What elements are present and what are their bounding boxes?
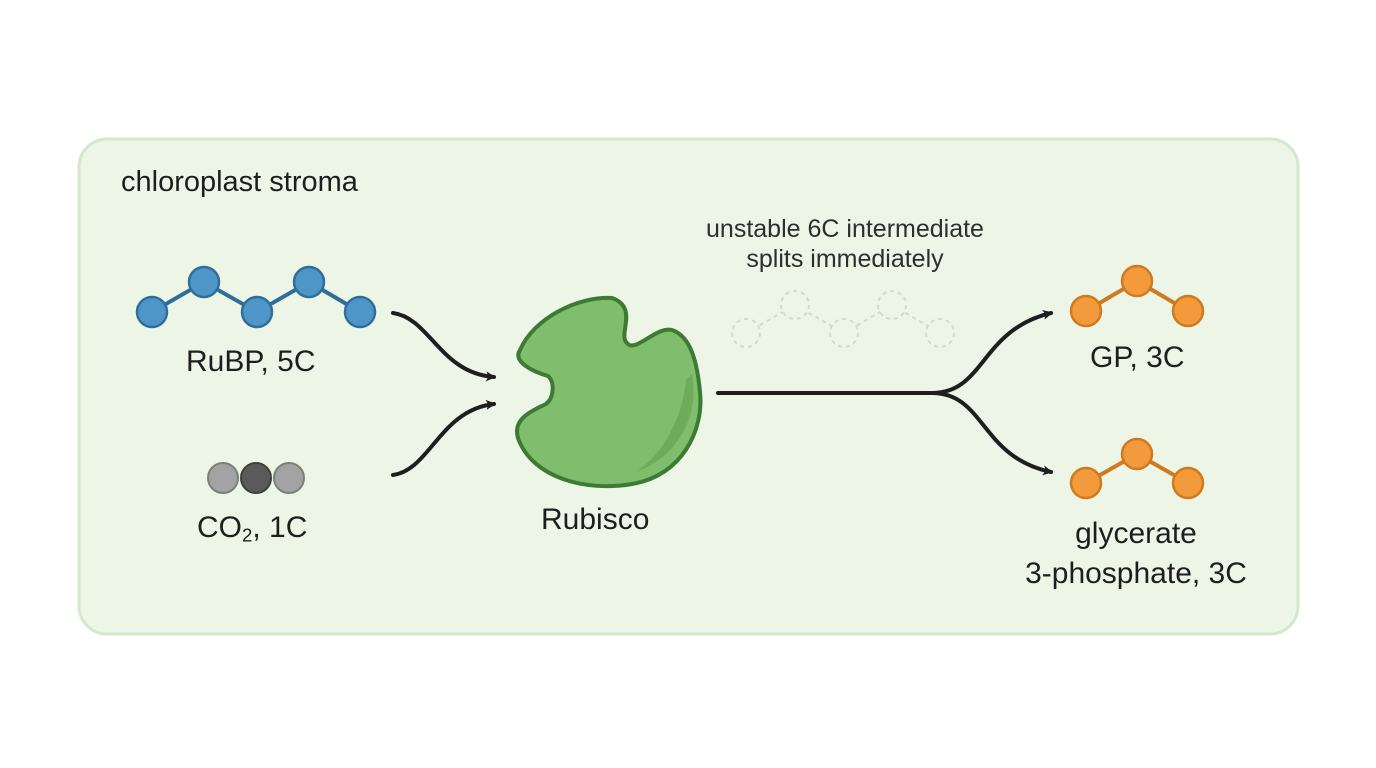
rubisco-label: Rubisco [541,503,650,536]
g3p-label-line1: glycerate [1075,517,1197,550]
co2-label: CO2, 1C [197,509,307,547]
gp-label: GP, 3C [1090,341,1185,374]
to-gp-arrow [930,310,1053,395]
rubisco-enzyme-icon [515,295,703,489]
intermediate-ghost-icon [731,290,955,348]
intermediate-note-line1: unstable 6C intermediate [706,215,984,243]
gp-molecule-icon [1069,264,1205,328]
g3p-molecule-icon [1069,437,1205,500]
g3p-label: glycerate 3-phosphate, 3C [1000,514,1272,593]
region-title: chloroplast stroma [121,166,358,198]
co2-label-prefix: CO [197,511,242,544]
g3p-label-line2: 3-phosphate, 3C [1025,556,1247,590]
co2-label-subscript: 2 [242,524,253,546]
co2-to-rubisco-arrow [391,399,496,477]
rubp-to-rubisco-arrow [391,311,496,382]
to-g3p-arrow [930,391,1053,476]
intermediate-note: unstable 6C intermediate splits immediat… [684,214,1006,274]
co2-molecule-icon [207,462,305,494]
co2-label-suffix: , 1C [252,511,308,544]
intermediate-note-line2: splits immediately [746,245,944,273]
rubp-chain-icon [135,265,377,329]
rubp-label: RuBP, 5C [186,345,316,378]
